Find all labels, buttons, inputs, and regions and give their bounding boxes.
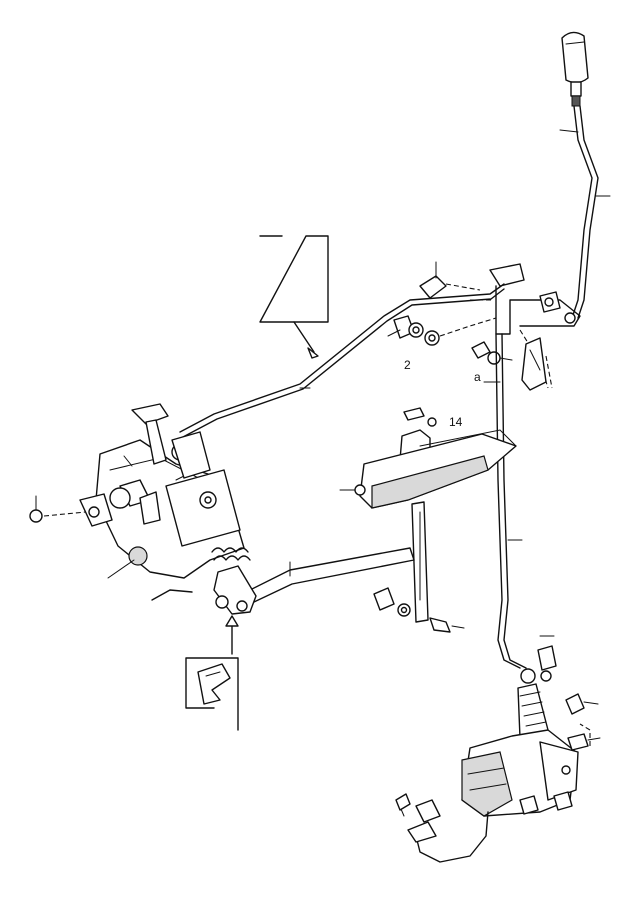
clip-right: [521, 337, 553, 391]
clip-detail-inset: [185, 615, 239, 731]
clip-lower: [373, 587, 411, 617]
housing-studs: [519, 723, 601, 815]
release-rod: [179, 283, 505, 438]
callout-label-14: 14: [449, 415, 463, 429]
callout-label-a: a: [474, 370, 481, 384]
callout-label-2: 2: [404, 358, 411, 372]
pad-part: [403, 407, 437, 427]
reference-box: [259, 235, 329, 359]
center-bracket: [339, 429, 517, 509]
bolt-right: [471, 341, 513, 365]
latch-mechanism: [79, 439, 245, 601]
gear-knob: [561, 31, 589, 107]
wire-harness: [395, 793, 489, 863]
clip-top: [419, 261, 481, 299]
shift-cable-vertical: [495, 333, 527, 669]
cable-end-bracket: [537, 635, 557, 682]
left-screw: [29, 495, 87, 523]
washer-pair: [408, 317, 497, 346]
gear-lever-rod: [559, 105, 611, 319]
shift-housing: [461, 729, 579, 817]
upper-nut: [565, 693, 599, 715]
center-arm: [411, 501, 429, 623]
latch-spring: [211, 547, 257, 615]
bolt-lower: [429, 617, 465, 633]
latch-hook: [131, 403, 211, 479]
